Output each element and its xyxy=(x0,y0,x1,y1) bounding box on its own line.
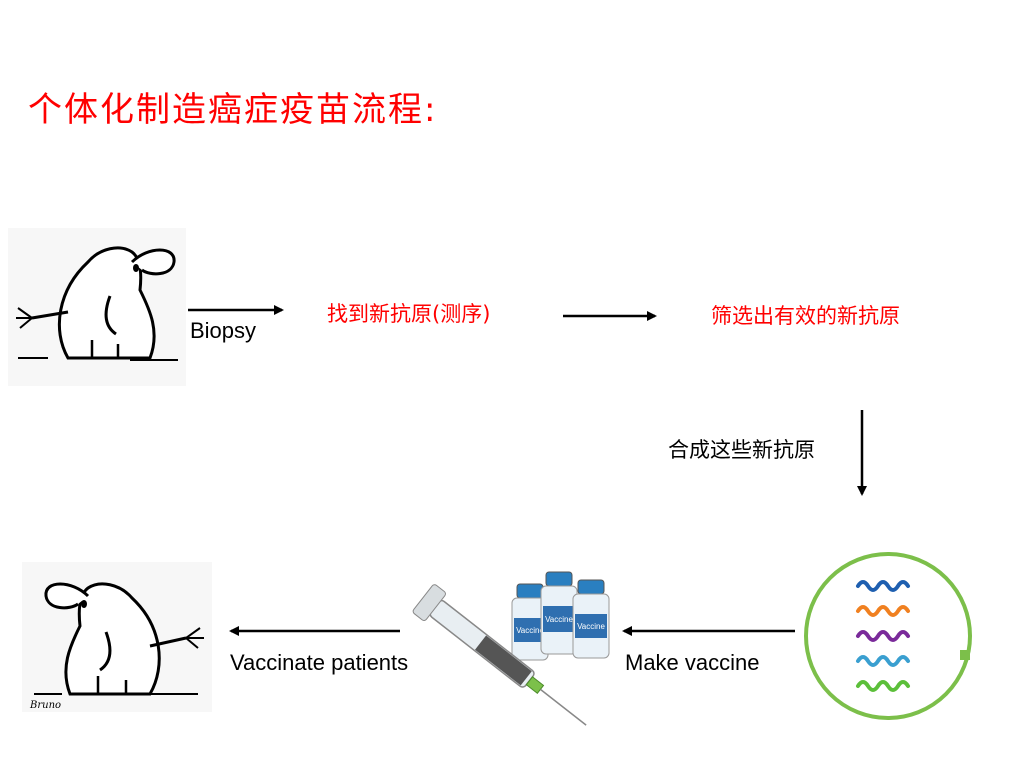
cartoon-patient-icon xyxy=(8,228,186,386)
vial-label: Vaccine xyxy=(545,615,573,624)
artist-signature: Bruno xyxy=(29,700,61,711)
vial-label: Vaccine xyxy=(577,622,605,631)
vial-1: Vaccine xyxy=(511,583,549,661)
synthesize-label: 合成这些新抗原 xyxy=(668,438,815,462)
cartoon-patient-icon: Bruno xyxy=(22,562,212,712)
make-vaccine-label: Make vaccine xyxy=(625,650,760,675)
vial-label: Vaccine xyxy=(516,626,544,635)
vial-3: Vaccine xyxy=(572,579,610,659)
vaccinate-label: Vaccinate patients xyxy=(230,650,409,675)
find-antigens-label: 找到新抗原(测序) xyxy=(327,302,491,326)
syringe-and-vials-icon: Vaccine Vaccine Vaccine xyxy=(412,571,610,726)
screen-antigens-label: 筛选出有效的新抗原 xyxy=(711,304,900,328)
peptide-coils-icon xyxy=(804,552,972,720)
page-title: 个体化制造癌症疫苗流程: xyxy=(28,90,438,130)
biopsy-label: Biopsy xyxy=(190,318,257,343)
vial-2: Vaccine xyxy=(540,571,578,655)
